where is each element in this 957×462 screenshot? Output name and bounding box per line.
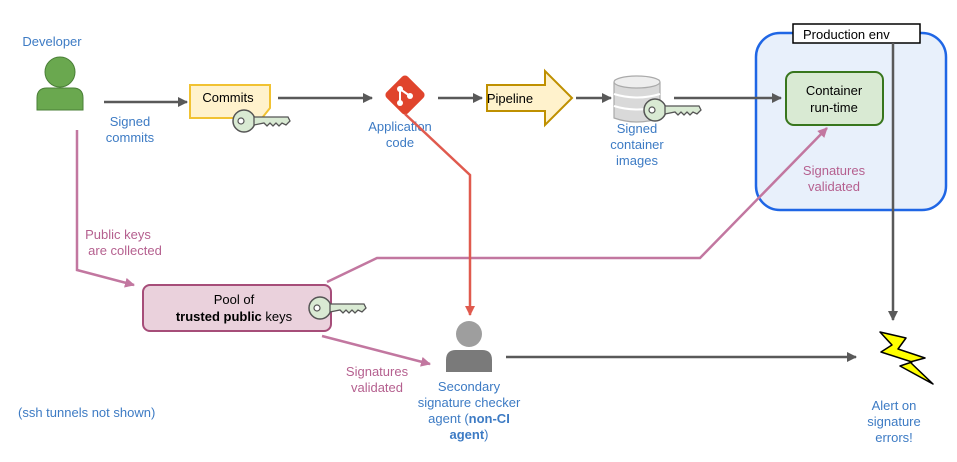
agent-label-4-suffix: ): [484, 427, 488, 442]
pool-label-1: Pool of: [214, 292, 255, 307]
images-label-1: Signed: [617, 121, 657, 136]
alert-label-1: Alert on: [872, 398, 917, 413]
signed-commits-label-2: commits: [106, 130, 155, 145]
pool-label-2: trusted public keys: [176, 309, 293, 324]
git-icon: [385, 75, 425, 115]
pool-label-rest: keys: [262, 309, 293, 324]
container-runtime-label-1: Container: [806, 83, 863, 98]
developer-title: Developer: [22, 34, 82, 49]
pool-validated-label-1: Signatures: [346, 364, 409, 379]
agent-label-2: signature checker: [418, 395, 521, 410]
container-runtime-label-2: run-time: [810, 100, 858, 115]
images-label-2: container: [610, 137, 664, 152]
ssh-tunnels-note: (ssh tunnels not shown): [18, 405, 155, 420]
production-env-label-box: [792, 23, 921, 44]
production-validated-label-2: validated: [808, 179, 860, 194]
public-keys-label-2: are collected: [88, 243, 162, 258]
images-label-3: images: [616, 153, 658, 168]
trusted-keys-pool: Pool of trusted public keys: [142, 284, 332, 332]
public-keys-label-1: Public keys: [85, 227, 151, 242]
pool-label-bold: trusted public: [176, 309, 262, 324]
commits-label: Commits: [202, 90, 254, 105]
arrow-code-to-agent: [404, 113, 475, 316]
alert-label-2: signature: [867, 414, 920, 429]
agent-label-1: Secondary: [438, 379, 501, 394]
arrow-pool-to-agent: [321, 334, 431, 367]
images-key-icon: [643, 98, 702, 122]
commits-note: Commits: [189, 84, 271, 119]
pipeline-node: Pipeline: [486, 68, 574, 128]
arrow-dev-to-pool: [75, 130, 135, 288]
production-env-title: Production env: [803, 27, 890, 42]
production-validated-label-1: Signatures: [803, 163, 866, 178]
agent-label-4-bold: agent: [449, 427, 484, 442]
agent-label-3-bold: non-CI: [469, 411, 510, 426]
container-runtime-node: Container run-time: [785, 71, 884, 126]
agent-label-3: agent (non-CI: [428, 411, 510, 426]
arrow-pool-to-runtime: [326, 127, 828, 284]
lightning-icon: [879, 331, 934, 385]
pipeline-label: Pipeline: [487, 91, 533, 106]
signed-commits-label-1: Signed: [110, 114, 150, 129]
pool-validated-label-2: validated: [351, 380, 403, 395]
app-code-label-2: code: [386, 135, 414, 150]
agent-label-3-prefix: agent (: [428, 411, 469, 426]
alert-label-3: errors!: [875, 430, 913, 445]
agent-person-icon: [446, 321, 492, 372]
developer-person-icon: [36, 56, 84, 111]
agent-label-4: agent): [449, 427, 488, 442]
pool-key-icon: [308, 296, 367, 320]
